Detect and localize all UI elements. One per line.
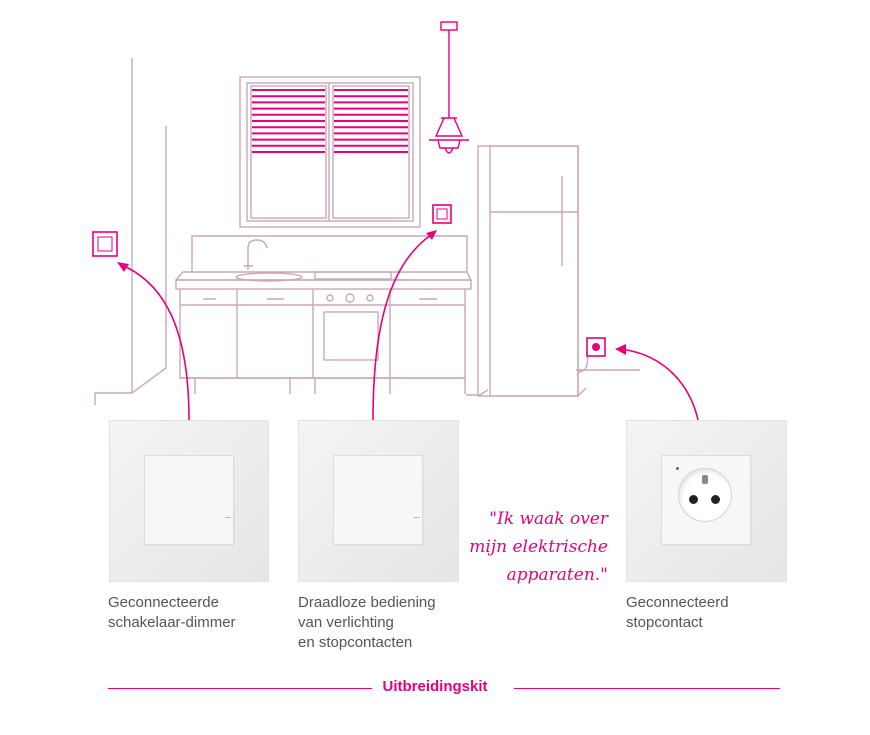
arrow-head-left-icon — [117, 262, 129, 272]
dimmer-switch-card — [109, 420, 269, 582]
caption-line: Draadloze bediening — [298, 594, 436, 611]
pendant-lamp-icon — [429, 21, 469, 154]
wireless-control-card — [298, 420, 459, 582]
quote-line: "Ik waak over — [489, 509, 608, 529]
dimmer-switch-caption: Geconnecteerde schakelaar-dimmer — [108, 593, 236, 633]
socket-outlet-icon — [678, 468, 732, 522]
footer-title: Uitbreidingskit — [382, 678, 488, 695]
caption-line: stopcontact — [626, 614, 703, 631]
socket-caption: Geconnecteerd stopcontact — [626, 593, 729, 633]
caption-line: Geconnecteerd — [626, 594, 729, 611]
socket-plate — [662, 456, 750, 544]
wall-switch-right-icon — [432, 204, 452, 224]
wall-socket-icon — [586, 337, 606, 357]
arrow-head-middle-icon — [426, 230, 437, 240]
caption-line: schakelaar-dimmer — [108, 614, 236, 631]
quote-line: apparaten." — [506, 565, 608, 585]
caption-line: Geconnecteerde — [108, 594, 219, 611]
wireless-control-plate — [334, 456, 422, 544]
arrow-head-right-icon — [615, 344, 626, 355]
footer-divider-left — [108, 688, 372, 689]
wall-switch-left-icon — [92, 231, 118, 257]
footer-divider-right — [514, 688, 780, 689]
caption-line: en stopcontacten — [298, 634, 413, 651]
caption-line: van verlichting — [298, 614, 394, 631]
quote-line: mijn elektrische — [469, 537, 608, 557]
dimmer-switch-plate — [145, 456, 233, 544]
wireless-control-caption: Draadloze bediening van verlichting en s… — [298, 593, 436, 653]
socket-card — [626, 420, 787, 582]
quote-text: "Ik waak over mijn elektrische apparaten… — [469, 505, 608, 589]
